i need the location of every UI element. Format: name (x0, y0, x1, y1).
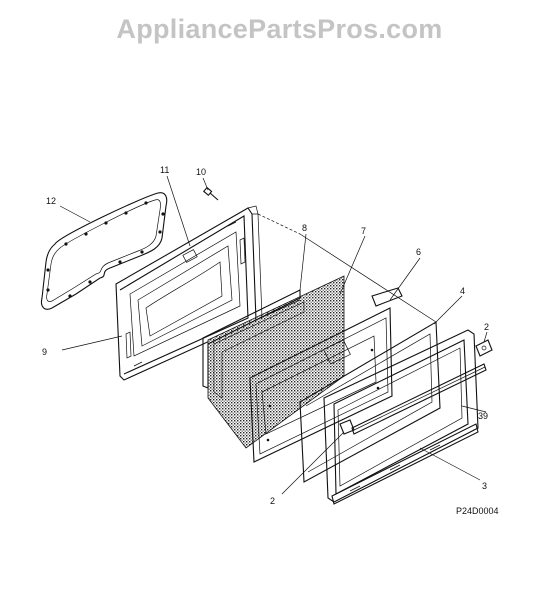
door-gasket (40, 192, 168, 310)
callout-9: 9 (42, 347, 47, 357)
outer-glass (299, 321, 441, 483)
door-handle (351, 363, 487, 435)
diagram-code: P24D0004 (456, 506, 499, 516)
callout-2-left: 2 (270, 496, 275, 506)
handle-end-cap-right (475, 339, 493, 357)
outer-door-frame (323, 329, 479, 505)
callout-11: 11 (160, 165, 169, 175)
callout-6: 6 (416, 247, 421, 257)
callout-3: 3 (482, 481, 487, 491)
callout-12: 12 (46, 196, 56, 206)
watermark: AppliancePartsPros.com (116, 14, 443, 44)
screw (202, 186, 219, 201)
door-liner (115, 205, 263, 381)
leader-lines (59, 175, 488, 495)
alignment-lines (255, 213, 437, 323)
handle-end-cap-left (339, 419, 355, 435)
callout-labels: 12 11 10 9 8 7 6 4 2 39 2 3 P24D0004 (42, 165, 499, 516)
callout-39: 39 (478, 411, 488, 421)
callout-8: 8 (302, 223, 307, 233)
callout-4: 4 (460, 286, 465, 296)
callout-10: 10 (196, 167, 206, 177)
callout-2-right: 2 (484, 322, 489, 332)
callout-7: 7 (361, 226, 366, 236)
inner-panel (249, 307, 393, 463)
inner-frame (371, 287, 403, 307)
